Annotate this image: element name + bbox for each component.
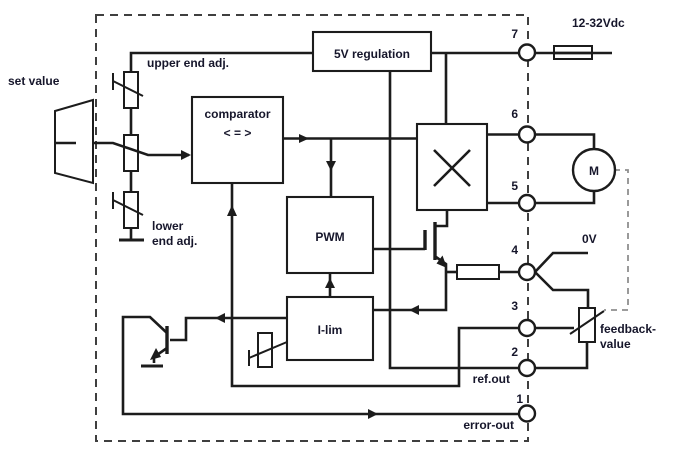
comparator-label: comparator <box>204 107 270 121</box>
terminal-5-circle <box>517 193 537 213</box>
terminal-2-circle <box>517 358 537 378</box>
feedback-pot-wiper-line <box>569 310 605 335</box>
wiper-arrowhead <box>181 150 191 160</box>
terminal-1-number: 1 <box>516 392 523 406</box>
ref-out-wire <box>388 71 519 370</box>
current-sense-resistor <box>456 264 500 280</box>
mosfet-source-arrowhead <box>436 255 447 268</box>
terminal-3-number: 3 <box>511 299 518 313</box>
terminal5-to-motor-wire <box>535 191 596 205</box>
terminal4-zero-volt-fork <box>534 251 588 273</box>
terminal-4-circle <box>517 262 537 282</box>
error-out-arrowhead <box>368 409 378 419</box>
terminal-4-number: 4 <box>511 243 518 257</box>
regulator-block <box>311 30 433 73</box>
wiper-resistor <box>123 134 139 172</box>
terminal-3-circle <box>517 318 537 338</box>
motor-label: M <box>589 164 599 178</box>
feedback-pot <box>578 307 596 343</box>
comparator-out-arrowhead <box>299 134 309 143</box>
hbridge-x-icon <box>433 149 471 187</box>
regulator-label: 5V regulation <box>334 47 410 61</box>
upper-end-adj-label: upper end adj. <box>147 56 229 70</box>
ilim-label: I-lim <box>318 323 343 337</box>
feedback-to-comparator-wire <box>230 183 519 388</box>
ilim-trim-pot <box>257 332 273 368</box>
terminal-6-number: 6 <box>511 107 518 121</box>
supply-label: 12-32Vdc <box>572 16 625 30</box>
pwm-label: PWM <box>315 230 344 244</box>
lower-end-adj-label-line1: lower <box>152 219 184 233</box>
zero-volt-label: 0V <box>582 232 597 246</box>
emitter-arrowhead <box>150 348 161 360</box>
controller-dashed-frame <box>95 14 529 442</box>
ilim-out-arrowhead <box>325 278 335 288</box>
motor-coupling-dashed-line <box>604 169 629 311</box>
error-out-wire <box>121 315 519 416</box>
terminal4-to-feedback-pot-wire <box>534 271 590 308</box>
terminal-1-circle <box>517 404 537 423</box>
comparator-block <box>190 95 285 185</box>
sense-arrowhead <box>409 305 419 315</box>
set-value-wiper-wire <box>93 141 189 157</box>
mosfet-source-sense-wire <box>373 255 448 312</box>
feedback-pot-to-terminal2-wire <box>535 342 589 370</box>
rail-to-regulator-wire <box>129 51 313 72</box>
terminal-6-circle <box>517 125 537 144</box>
to-pwm-arrowhead <box>326 161 336 171</box>
feedback-label-line1: feedback- <box>600 322 656 336</box>
ilim-block <box>285 295 375 362</box>
comparator-symbol-label: < = > <box>224 126 252 140</box>
error-out-label: error-out <box>463 418 514 432</box>
terminal-7-number: 7 <box>511 27 518 41</box>
ilim-trimmer-icon <box>248 341 288 366</box>
motor-symbol <box>571 147 617 193</box>
lower-trimmer-icon <box>112 192 144 216</box>
base-drive-arrowhead <box>215 313 225 323</box>
ilim-to-transistor-base-wire <box>170 316 287 342</box>
terminal-2-number: 2 <box>511 345 518 359</box>
upper-trimmer-icon <box>112 73 144 97</box>
set-value-knob <box>54 98 94 185</box>
feedback-label-line2: value <box>600 337 631 351</box>
lower-end-adj-label-line2: end adj. <box>152 234 197 248</box>
terminal-7-circle <box>517 43 537 62</box>
terminal-5-number: 5 <box>511 179 518 193</box>
terminal6-to-motor-wire <box>535 133 596 149</box>
feedback-arrowhead <box>227 205 237 216</box>
ref-out-label: ref.out <box>473 372 510 386</box>
set-value-label: set value <box>8 74 60 88</box>
mosfet-drain-wire <box>436 210 449 228</box>
